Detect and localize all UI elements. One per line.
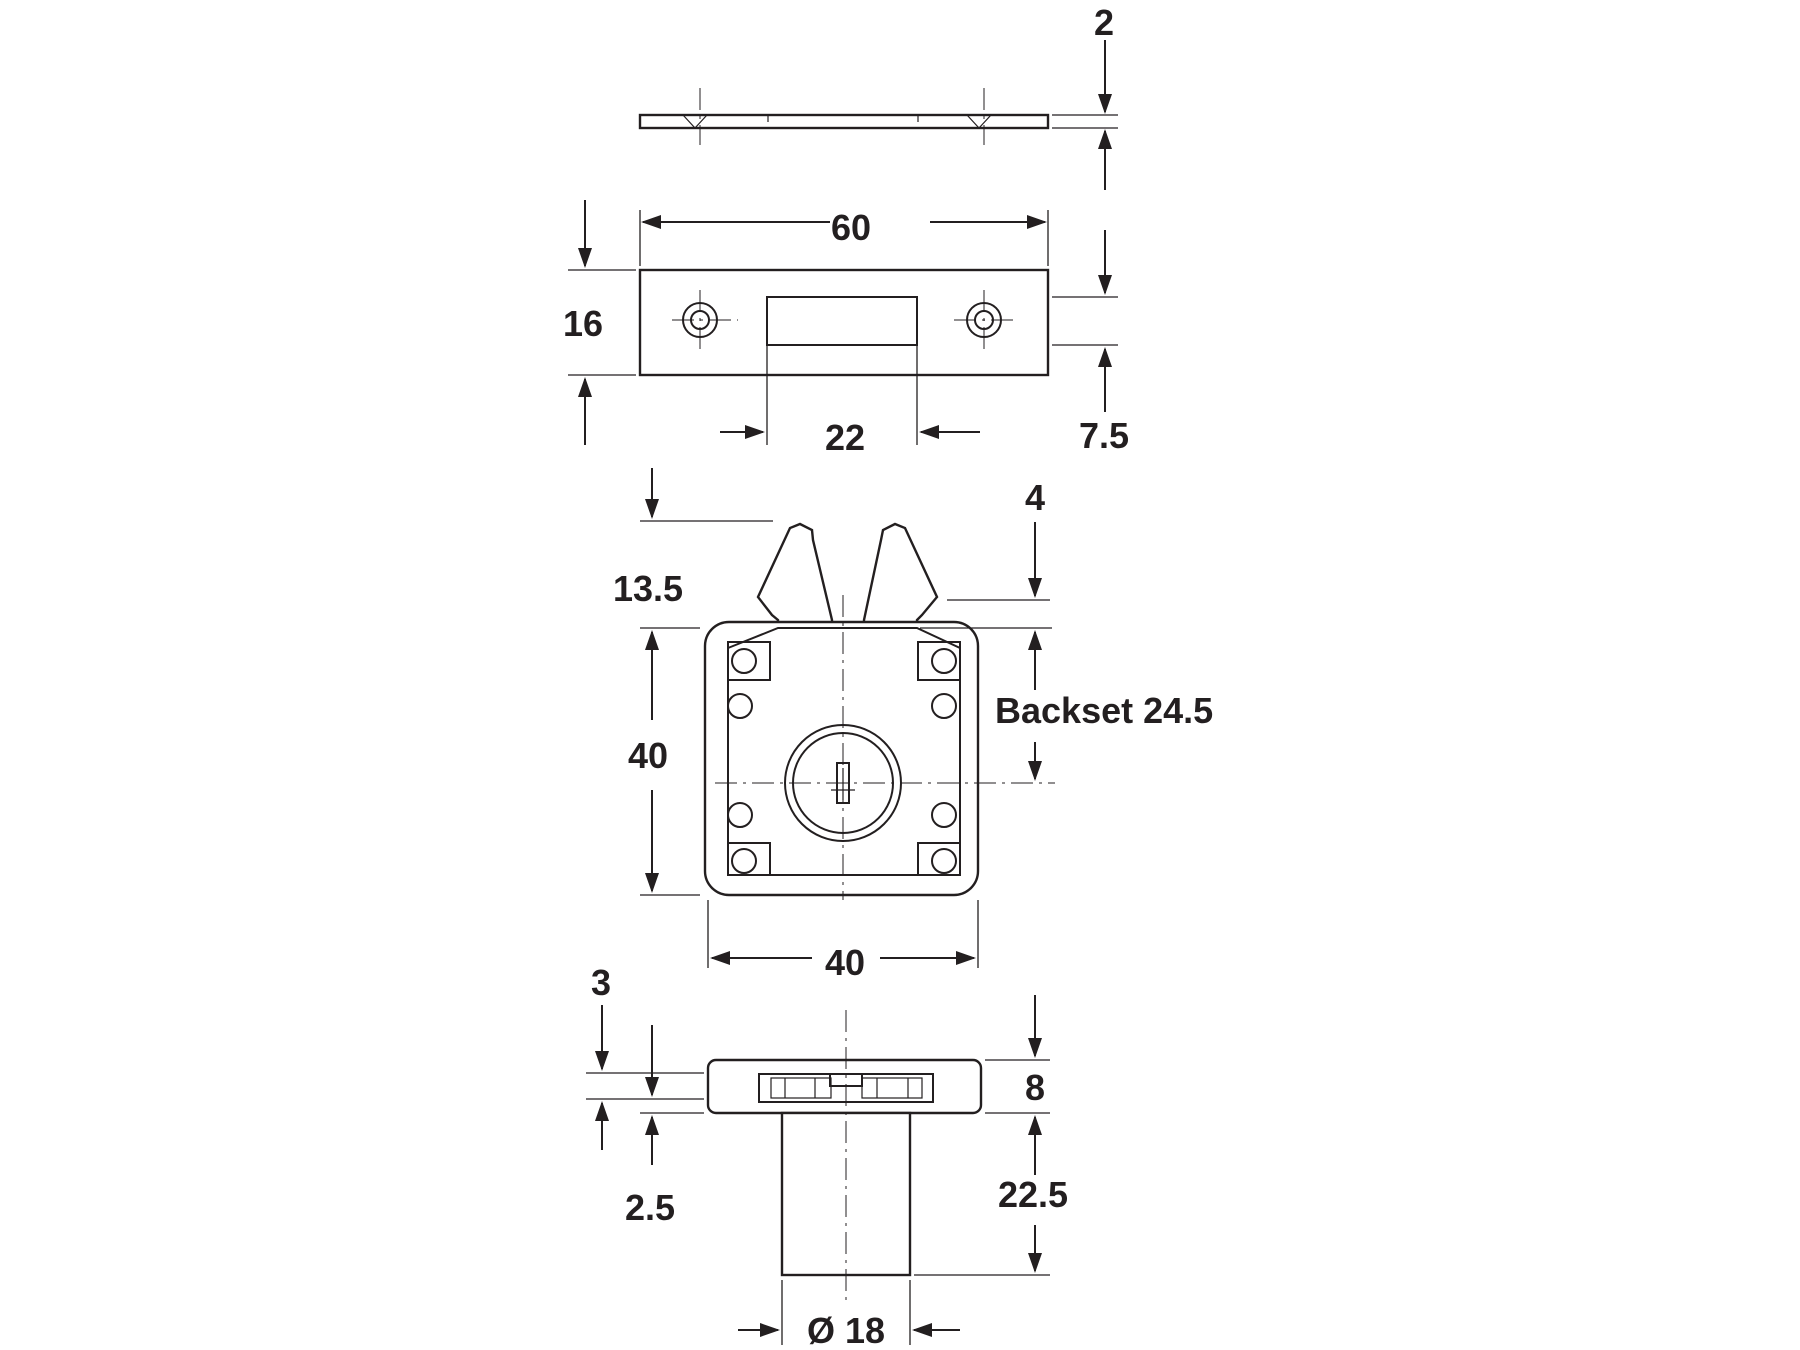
cylinder-length-label: 22.5 bbox=[998, 1174, 1068, 1215]
cylinder-diameter-label: Ø 18 bbox=[807, 1310, 885, 1350]
bolt-hook-right bbox=[862, 522, 939, 630]
body-height-label: 40 bbox=[628, 735, 668, 776]
slot-offset-label: 7.5 bbox=[1079, 415, 1129, 456]
plate-thickness-label: 2 bbox=[1094, 2, 1114, 43]
screw-hole-bottom-left bbox=[727, 842, 771, 876]
flange-thickness-label: 8 bbox=[1025, 1067, 1045, 1108]
plate-width-label: 16 bbox=[563, 303, 603, 344]
lock-front-view: 4 13.5 40 40 Backset 24.5 bbox=[613, 468, 1213, 983]
screw-hole-top-left bbox=[727, 641, 771, 681]
strike-plate-front-view: 60 16 22 7.5 bbox=[563, 200, 1129, 458]
plate-length-label: 60 bbox=[831, 207, 871, 248]
recess-depth-label: 2.5 bbox=[625, 1187, 675, 1228]
bolt-projection-label: 4 bbox=[1025, 477, 1045, 518]
strike-plate-side-view: 2 bbox=[638, 2, 1118, 190]
bolt-hook-left bbox=[756, 522, 834, 630]
lock-side-view: 3 2.5 8 22.5 Ø 18 bbox=[586, 962, 1068, 1350]
slot-length-label: 22 bbox=[825, 417, 865, 458]
screw-hole-bottom-right bbox=[917, 842, 961, 876]
body-width-label: 40 bbox=[825, 942, 865, 983]
backset-label: Backset 24.5 bbox=[995, 690, 1213, 731]
flange-step-label: 3 bbox=[591, 962, 611, 1003]
screw-hole-top-right bbox=[917, 641, 961, 681]
bolt-offset-label: 13.5 bbox=[613, 568, 683, 609]
